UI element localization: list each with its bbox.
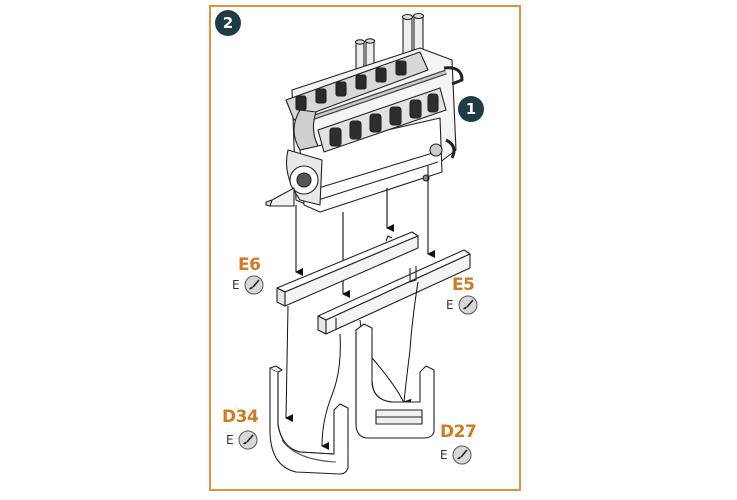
- part-d27-frame: [355, 323, 435, 439]
- paint-code: E: [226, 433, 234, 447]
- engine-assembly: [265, 12, 464, 213]
- paint-callout-d34: E: [226, 430, 258, 450]
- instruction-panel: [209, 5, 521, 491]
- paintbrush-icon: [458, 295, 478, 315]
- reference-step-badge: 1: [458, 96, 484, 122]
- part-label-e5: E5: [452, 275, 475, 295]
- paint-callout-e5: E: [446, 295, 478, 315]
- paintbrush-icon: [452, 445, 472, 465]
- step-number-badge: 2: [215, 10, 241, 36]
- paint-callout-d27: E: [440, 445, 472, 465]
- paintbrush-icon: [238, 430, 258, 450]
- paint-code: E: [446, 298, 454, 312]
- part-d34-frame: [269, 365, 349, 475]
- part-label-d27: D27: [440, 422, 477, 442]
- paintbrush-icon: [244, 275, 264, 295]
- part-e6-bearer: [276, 231, 419, 307]
- paint-code: E: [440, 448, 448, 462]
- left-bank-cylinders: [295, 60, 407, 111]
- part-e5-bearer: [317, 249, 471, 335]
- right-bank-cylinders: [329, 93, 439, 147]
- paint-code: E: [232, 278, 240, 292]
- paint-callout-e6: E: [232, 275, 264, 295]
- part-label-d34: D34: [222, 407, 259, 427]
- part-label-e6: E6: [238, 255, 261, 275]
